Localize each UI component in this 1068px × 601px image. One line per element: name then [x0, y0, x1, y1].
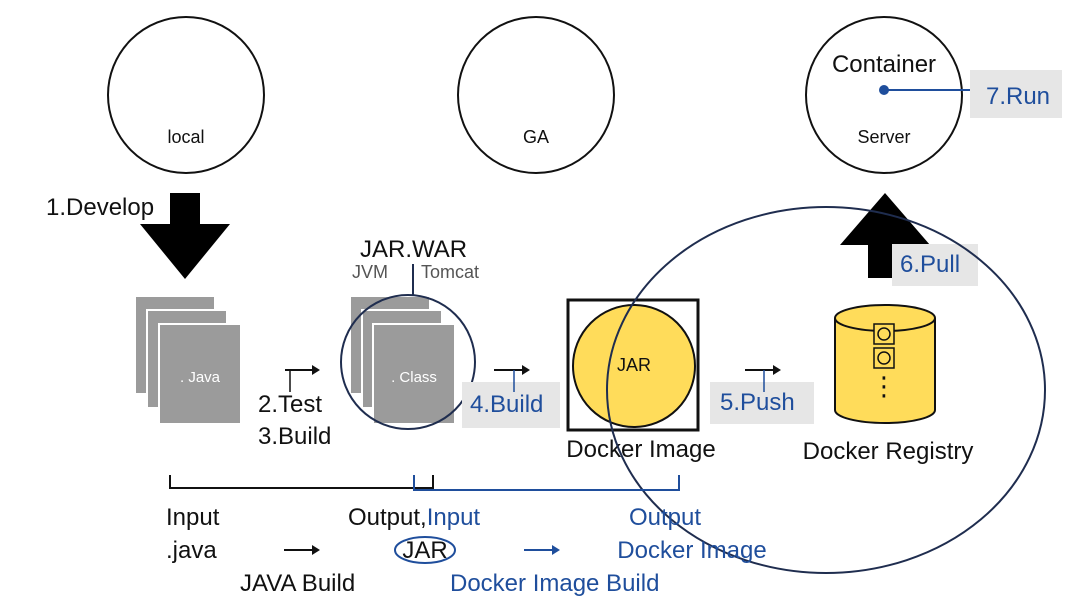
- step-push: 5.Push: [710, 365, 814, 424]
- jar-label: JAR: [617, 355, 651, 375]
- ga-circle: [457, 16, 615, 174]
- test-build-arrow-head: [312, 365, 320, 375]
- docker-build-label-bg: [462, 382, 560, 428]
- jar-circle: [572, 304, 696, 428]
- run-label: 7.Run: [986, 83, 1050, 110]
- develop-arrow-icon: [140, 193, 230, 279]
- docker-registry: ⋮ Docker Registry: [803, 304, 974, 465]
- legend-output-input-black: Output,: [348, 504, 427, 531]
- pull-label-bg: [892, 244, 978, 286]
- server-label: Server: [857, 127, 910, 147]
- legend-docker-image-build: Docker Image Build: [450, 570, 659, 597]
- develop-label: 1.Develop: [46, 194, 154, 221]
- container-label: Container: [832, 51, 936, 78]
- jar-war-label: JAR.WAR: [360, 236, 467, 263]
- java-build-bracket: [169, 475, 434, 489]
- legend-output-value: Docker Image: [617, 537, 766, 564]
- step-pull: 6.Pull: [840, 193, 978, 286]
- ga-label: GA: [523, 127, 549, 147]
- local-label: local: [167, 127, 204, 147]
- push-label-bg: [710, 382, 814, 424]
- class-highlight-circle: [340, 294, 476, 430]
- legend-jar-ellipse: [394, 536, 456, 564]
- local-circle: [107, 16, 265, 174]
- push-arrow-head: [773, 365, 781, 375]
- push-label: 5.Push: [720, 389, 795, 416]
- docker-image-label: Docker Image: [566, 436, 715, 463]
- legend-jar: JAR: [402, 537, 447, 564]
- pull-label: 6.Pull: [900, 251, 960, 278]
- tomcat-label: Tomcat: [421, 262, 479, 282]
- legend: Input .java JAVA Build Output,Input JAR …: [166, 504, 767, 597]
- step-java-build: 2.Test 3.Build: [258, 365, 331, 450]
- build-java-label: 3.Build: [258, 423, 331, 450]
- registry-layer-2: [873, 347, 895, 369]
- class-file-label: . Class: [391, 369, 437, 386]
- stage-local: local: [107, 16, 265, 174]
- class-file-front: [372, 323, 456, 425]
- class-file-stack: . Class: [340, 294, 476, 430]
- legend-java-build: JAVA Build: [240, 570, 355, 597]
- registry-body: [834, 318, 936, 424]
- stage-ga: GA: [457, 16, 615, 174]
- registry-layer-2-icon: [877, 351, 891, 365]
- jvm-label: JVM: [352, 262, 388, 282]
- deploy-zone-ellipse: [606, 206, 1046, 574]
- registry-layer-1-icon: [877, 327, 891, 341]
- docker-image: JAR Docker Image: [566, 298, 716, 463]
- run-label-bg: [970, 70, 1062, 118]
- registry-layer-1: [873, 323, 895, 345]
- legend-output-label: Output: [629, 504, 701, 531]
- docker-build-label: 4.Build: [470, 391, 543, 418]
- legend-docker-arrow-head: [552, 545, 560, 555]
- step-develop: 1.Develop: [46, 193, 230, 279]
- legend-output-input: Output,Input: [348, 504, 480, 531]
- registry-dots: ⋮: [871, 371, 897, 401]
- java-file-front: [158, 323, 242, 425]
- jar-war-header: JAR.WAR JVM Tomcat: [352, 236, 479, 326]
- java-file-label: . Java: [180, 369, 221, 386]
- legend-input-label: Input: [166, 504, 220, 531]
- docker-build-arrow-head: [522, 365, 530, 375]
- docker-build-bracket: [413, 475, 680, 491]
- legend-java-arrow-head: [312, 545, 320, 555]
- test-label: 2.Test: [258, 391, 322, 418]
- step-docker-build: 4.Build: [462, 365, 560, 428]
- java-file-stack: . Java: [134, 295, 242, 425]
- stage-server: Container Server: [805, 16, 978, 174]
- docker-registry-label: Docker Registry: [803, 438, 974, 465]
- legend-output-input-blue: Input: [427, 504, 481, 531]
- legend-input-value: .java: [166, 537, 217, 564]
- pull-arrow-icon: [840, 193, 930, 278]
- step-run: 7.Run: [970, 70, 1062, 118]
